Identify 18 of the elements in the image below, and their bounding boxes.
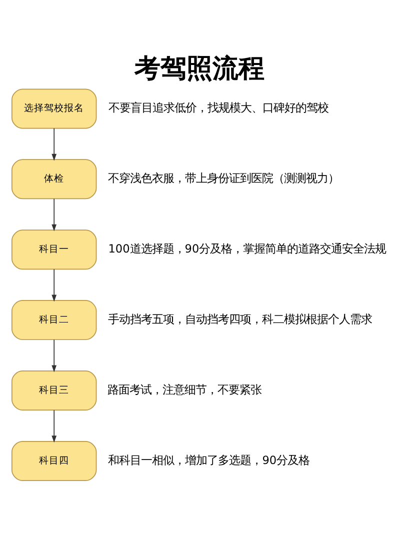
node-box: 科目二 <box>11 300 97 340</box>
diagram-title: 考驾照流程 <box>134 53 264 84</box>
node-label: 手动挡考五项，自动挡考四项，科二模拟根据个人需求 <box>108 312 372 326</box>
node-label: 不要盲目追求低价，找规模大、口碑好的驾校 <box>108 101 328 114</box>
arrow <box>52 127 57 160</box>
node-box: 科目三 <box>11 370 97 410</box>
arrow <box>52 198 57 231</box>
node-label: 和科目一相似，增加了多选题，90分及格 <box>108 453 310 466</box>
node-label: 100道选择题，90分及格，掌握简单的道路交通安全法规 <box>108 242 386 256</box>
node-label: 不穿浅色衣服，带上身份证到医院（测测视力） <box>108 172 340 185</box>
node-box: 选择驾校报名 <box>11 88 97 128</box>
arrow <box>52 409 57 442</box>
node-box: 科目四 <box>11 440 97 480</box>
arrow <box>52 268 57 302</box>
arrow <box>52 338 57 372</box>
node-box: 科目一 <box>11 229 97 270</box>
node-box: 体检 <box>11 158 97 199</box>
node-label: 路面考试，注意细节，不要紧张 <box>108 382 262 396</box>
